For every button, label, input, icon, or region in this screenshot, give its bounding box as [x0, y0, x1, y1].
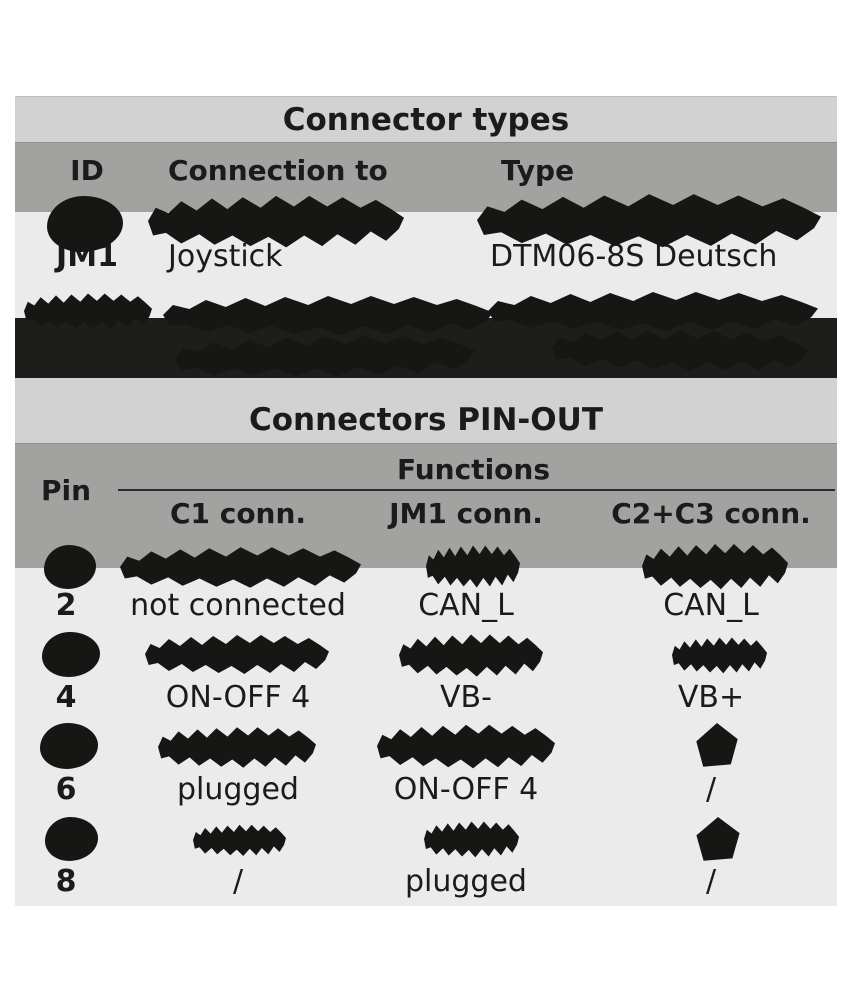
column-header-connection-to: Connection to — [168, 154, 388, 187]
connector-row-jm1-connection: Joystick — [168, 239, 283, 274]
pinout-subheader-c1: C1 conn. — [169, 497, 307, 530]
pinout-header-pin: Pin — [40, 474, 92, 507]
pinout-row4-pin: 4 — [55, 680, 77, 715]
redaction-scribble — [42, 632, 100, 677]
pinout-row6-c1: plugged — [177, 772, 299, 807]
redaction-scribble — [45, 817, 98, 861]
functions-underline — [118, 489, 835, 491]
connector-types-title-band: Connector types — [15, 96, 837, 142]
pinout-row2-c1: not connected — [130, 588, 346, 623]
pinout-subheader-jm1: JM1 conn. — [389, 497, 543, 530]
pinout-title-band: Connectors PIN-OUT — [15, 378, 837, 443]
pinout-row4-c2c3: VB+ — [677, 680, 745, 715]
redaction-scribble — [44, 545, 96, 589]
pinout-row6-pin: 6 — [55, 772, 77, 807]
connector-types-title: Connector types — [282, 102, 570, 138]
pinout-row8-c1: / — [232, 864, 244, 899]
pinout-title: Connectors PIN-OUT — [249, 402, 603, 438]
connector-types-header-row: ID Connection to Type — [15, 142, 837, 212]
connector-row-jm1-type: DTM06-8S Deutsch — [490, 239, 778, 274]
column-header-type: Type — [501, 154, 575, 187]
pinout-row2-c2c3: CAN_L — [663, 588, 759, 623]
pinout-header-functions: Functions — [396, 453, 550, 486]
pinout-row6-jm1: ON-OFF 4 — [393, 772, 539, 807]
pinout-row8-jm1: plugged — [405, 864, 527, 899]
pinout-row4-c1: ON-OFF 4 — [165, 680, 311, 715]
pinout-row2-jm1: CAN_L — [418, 588, 514, 623]
pinout-subheader-c2c3: C2+C3 conn. — [611, 497, 811, 530]
pinout-row8-c2c3: / — [705, 864, 717, 899]
pinout-row6-c2c3: / — [705, 772, 717, 807]
pinout-row2-pin: 2 — [55, 588, 77, 623]
pinout-row4-jm1: VB- — [440, 680, 492, 715]
column-header-id: ID — [70, 154, 104, 187]
pinout-row8-pin: 8 — [55, 864, 77, 899]
pinout-header-row: Pin Functions C1 conn. JM1 conn. C2+C3 c… — [15, 443, 837, 568]
redaction-scribble — [40, 723, 98, 769]
redaction-scribble — [47, 196, 123, 252]
